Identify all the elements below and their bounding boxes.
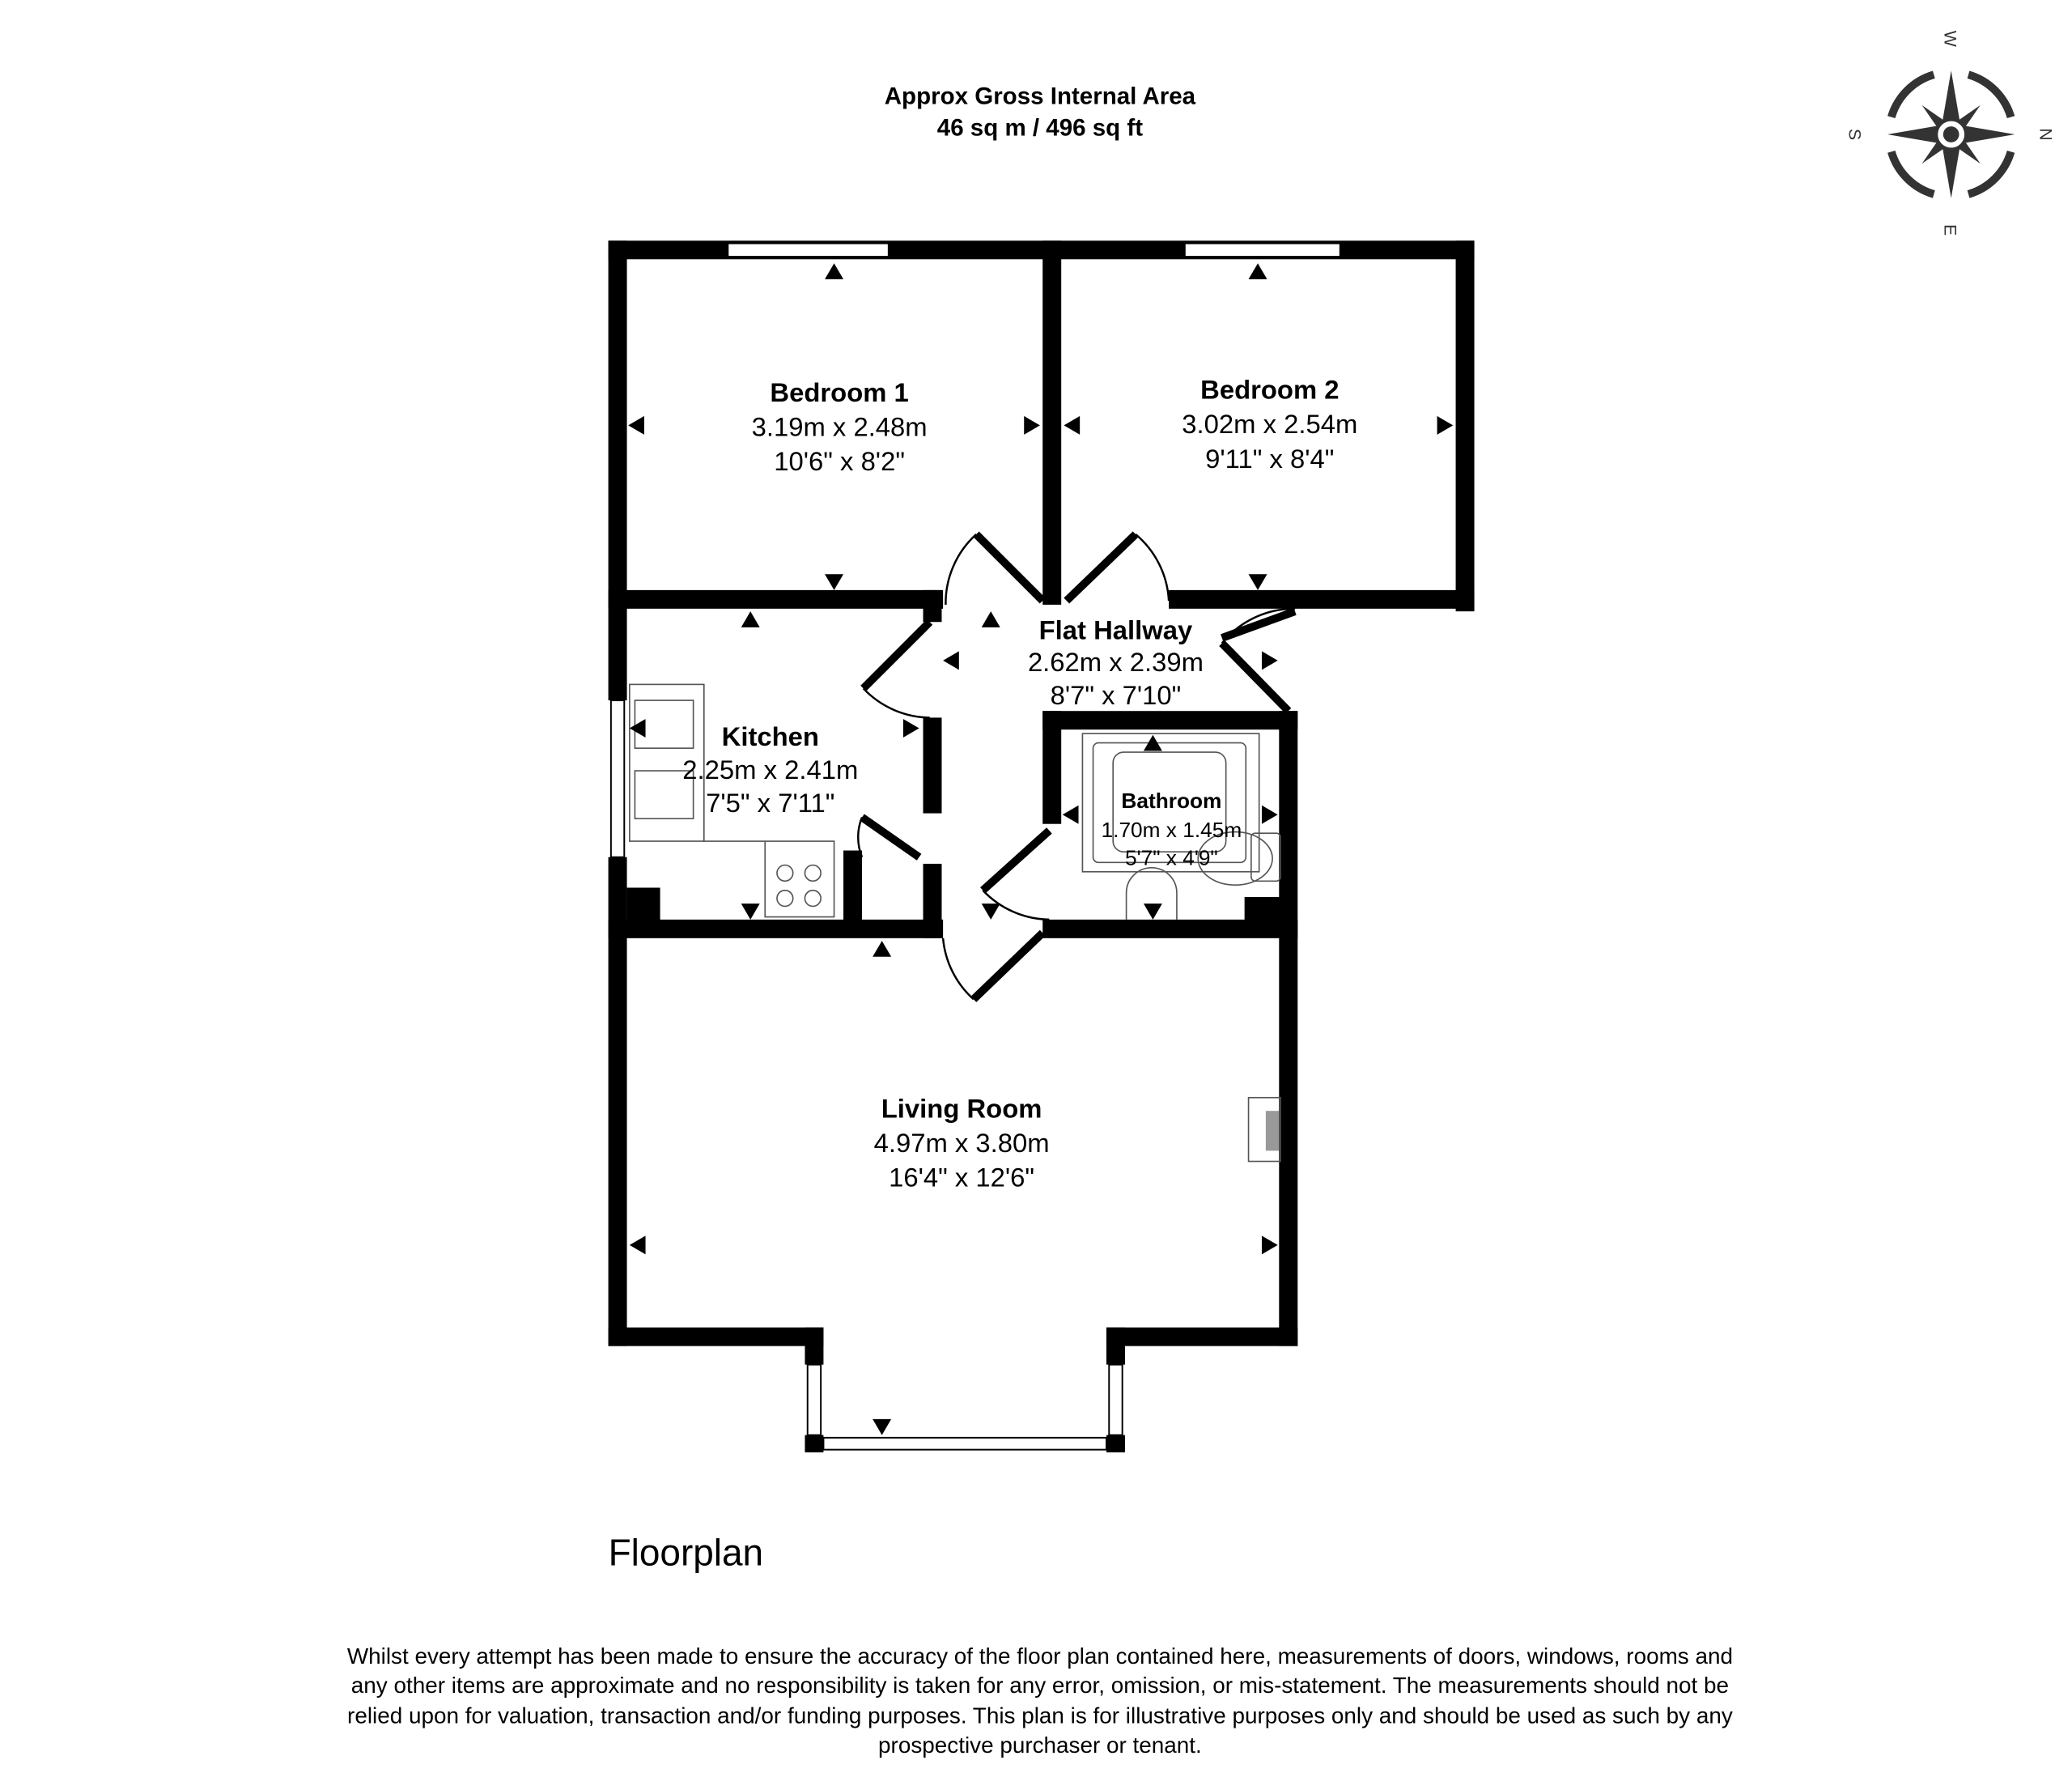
compass-south: S: [1845, 129, 1864, 140]
room-name: Living Room: [881, 1093, 1042, 1123]
room-imperial: 5'7" x 4'9": [1125, 846, 1218, 870]
room-imperial: 8'7" x 7'10": [1051, 680, 1182, 710]
room-metric: 3.02m x 2.54m: [1182, 409, 1357, 439]
area-value: 46 sq m / 496 sq ft: [937, 115, 1143, 142]
disclaimer: Whilst every attempt has been made to en…: [347, 1643, 1733, 1758]
room-imperial: 10'6" x 8'2": [774, 446, 905, 476]
room-name: Bedroom 1: [770, 377, 908, 407]
room-name: Bedroom 2: [1200, 375, 1339, 405]
windows: [609, 242, 1341, 1451]
room-flat-hallway: Flat Hallway 2.62m x 2.39m 8'7" x 7'10": [1028, 615, 1204, 710]
room-bedroom-1: Bedroom 1 3.19m x 2.48m 10'6" x 8'2": [752, 377, 928, 476]
room-bathroom: Bathroom 1.70m x 1.45m 5'7" x 4'9": [1102, 789, 1242, 870]
room-metric: 3.19m x 2.48m: [752, 412, 928, 442]
room-metric: 2.62m x 2.39m: [1028, 647, 1204, 677]
room-metric: 1.70m x 1.45m: [1102, 818, 1242, 842]
doors: [857, 531, 1297, 1002]
disclaimer-line: any other items are approximate and no r…: [351, 1673, 1729, 1698]
disclaimer-line: Whilst every attempt has been made to en…: [347, 1643, 1733, 1669]
compass-west: W: [1940, 31, 1959, 48]
room-living-room: Living Room 4.97m x 3.80m 16'4" x 12'6": [874, 1093, 1050, 1192]
disclaimer-line: relied upon for valuation, transaction a…: [347, 1703, 1733, 1728]
room-metric: 2.25m x 2.41m: [682, 755, 858, 784]
disclaimer-line: prospective purchaser or tenant.: [878, 1733, 1202, 1758]
compass-icon: W N S E: [1845, 31, 2055, 236]
room-bedroom-2: Bedroom 2 3.02m x 2.54m 9'11" x 8'4": [1182, 375, 1357, 474]
room-imperial: 9'11" x 8'4": [1205, 444, 1334, 474]
room-name: Flat Hallway: [1039, 615, 1193, 645]
compass-east: E: [1940, 224, 1959, 236]
fixtures: [629, 683, 1281, 1163]
room-imperial: 16'4" x 12'6": [889, 1163, 1034, 1193]
area-title: Approx Gross Internal Area: [885, 83, 1196, 109]
compass-north: N: [2036, 128, 2056, 140]
room-name: Bathroom: [1121, 789, 1221, 813]
room-kitchen: Kitchen 2.25m x 2.41m 7'5" x 7'11": [682, 721, 858, 818]
room-metric: 4.97m x 3.80m: [874, 1128, 1050, 1158]
floor-label: Floorplan: [609, 1531, 764, 1573]
room-name: Kitchen: [722, 721, 819, 751]
room-imperial: 7'5" x 7'11": [706, 788, 834, 818]
